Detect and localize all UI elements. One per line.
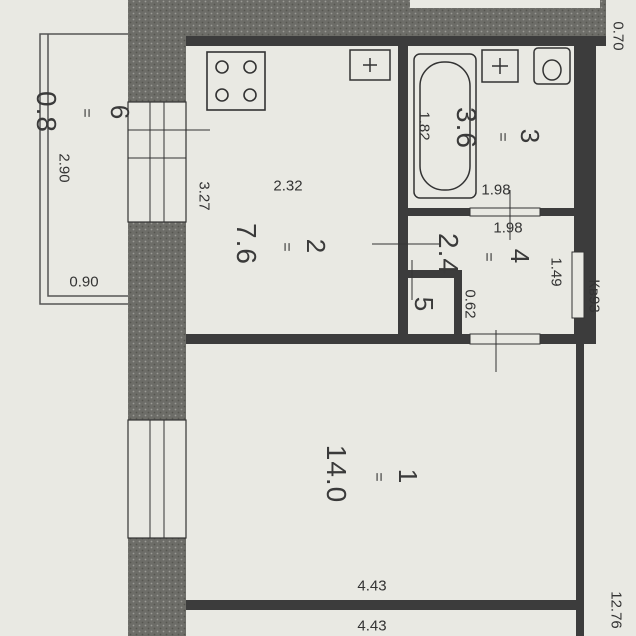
room-6-area: 0.8 (31, 91, 62, 133)
room-1-number: 1 (393, 468, 423, 484)
right-wall-lower (576, 344, 584, 636)
dim-kitchen-length: 3.27 (195, 181, 213, 211)
dim-total-length: 12.76 (607, 591, 625, 629)
room-6-number: 6 (105, 104, 135, 120)
room-2-number: 2 (301, 238, 331, 254)
door-opening (469, 207, 541, 217)
closet-wall (398, 270, 460, 278)
top-wall-inner (186, 36, 606, 46)
washbasin (481, 49, 519, 83)
room-4-equals: = (480, 252, 497, 260)
room-3-area: 3.6 (451, 107, 482, 149)
room-1-area: 14.0 (321, 444, 352, 504)
room-4-area: 2.4 (433, 233, 464, 275)
dim-balcony-length: 2.90 (55, 153, 73, 183)
room-5-number: 5 (409, 296, 439, 312)
dimension-lines (180, 129, 511, 372)
dim-closet-width: 0.62 (461, 289, 479, 319)
top-wall-gap (410, 0, 600, 8)
sink (349, 49, 391, 81)
toilet (533, 47, 571, 85)
room-3-equals: = (494, 132, 511, 140)
partition-wall (398, 44, 408, 340)
door-opening (469, 333, 541, 345)
exterior-wall (128, 0, 186, 636)
balcony-outline (39, 33, 130, 305)
room-4-number: 4 (505, 248, 535, 264)
room-2-area: 7.6 (231, 223, 262, 265)
dim-top-right: 0.70 (609, 21, 627, 51)
partition-wall (186, 600, 576, 610)
dim-room4-length: 1.49 (547, 257, 565, 287)
dim-room4-width: 1.98 (493, 219, 523, 237)
partition-wall (186, 334, 576, 344)
dim-bottom-width: 4.43 (357, 617, 387, 635)
window (127, 101, 187, 539)
closet-wall (454, 270, 462, 340)
dim-kitchen-width: 2.32 (273, 177, 303, 195)
apartment-label: Кв93 (585, 279, 603, 313)
room-1-equals: = (370, 472, 387, 480)
bathtub (413, 53, 477, 199)
door-opening (571, 251, 585, 319)
dim-room1-width: 4.43 (357, 577, 387, 595)
dim-balcony-width: 0.90 (69, 273, 99, 291)
room-2-equals: = (278, 242, 295, 250)
dim-bathtub-length: 1.82 (415, 111, 433, 141)
dim-room3-width: 1.98 (481, 181, 511, 199)
stove (206, 51, 266, 111)
room-6-equals: = (78, 108, 95, 116)
room-3-number: 3 (515, 128, 545, 144)
